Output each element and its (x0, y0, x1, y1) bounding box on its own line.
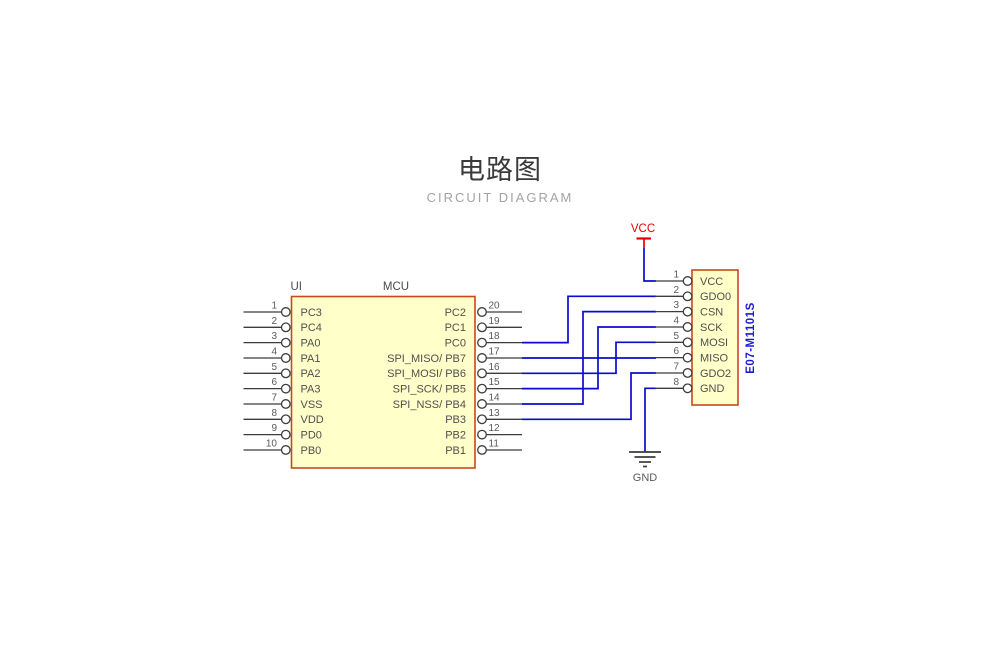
mcu-left-pin-6-label: PA3 (301, 383, 321, 395)
mcu-left-pin-4-label: PA1 (301, 353, 321, 365)
mcu-left-pin-7-number: 7 (271, 392, 277, 403)
mcu-left-pin-1-terminal (280, 307, 291, 317)
mcu-left-pin-3-label: PA0 (301, 337, 321, 349)
module-pin-1-terminal (682, 276, 693, 286)
diagram-header: 电路图 CIRCUIT DIAGRAM (0, 148, 1000, 205)
mcu-left-pin-6-number: 6 (271, 377, 277, 388)
mcu-left-pin-8-terminal (280, 414, 291, 425)
mcu-left-pin-4-number: 4 (271, 346, 277, 357)
mcu-left-pin-5-terminal (280, 368, 291, 379)
mcu-left-pin-8-label: VDD (301, 414, 324, 426)
mcu-left-pin-10-label: PB0 (301, 445, 322, 457)
module-pin-1-label: VCC (700, 276, 723, 288)
mcu-right-pin-11-terminal (477, 445, 487, 455)
diagram-title: 电路图 (458, 155, 542, 185)
module-pin-1-number: 1 (673, 270, 679, 281)
mcu-right-pin-12-number: 12 (489, 423, 501, 434)
mcu-left-pin-6-terminal (280, 383, 291, 394)
mcu-left-pin-7-terminal (280, 399, 291, 409)
mcu-right-pin-20-terminal (477, 307, 487, 317)
mcu-left-pin-9-terminal (280, 429, 291, 440)
mcu-right-pin-14-number: 14 (489, 392, 501, 403)
mcu-right-pin-14-terminal (477, 399, 487, 409)
mcu-right-pin-15-number: 15 (489, 377, 501, 388)
mcu-right-pin-12-terminal (477, 429, 487, 440)
mcu-right-pin-18-terminal (477, 337, 487, 348)
mcu-right-pin-18-number: 18 (489, 331, 501, 342)
module-pin-8-number: 8 (673, 377, 679, 388)
mcu-right-pin-19-terminal (477, 322, 487, 333)
mcu-name-label: MCU (383, 281, 409, 293)
mcu-right-pin-15-terminal (477, 383, 487, 394)
mcu-left-pin-8-number: 8 (271, 408, 277, 419)
mcu-right-pin-16-terminal (477, 368, 487, 379)
gnd-label: GND (633, 472, 658, 484)
diagram-subtitle: CIRCUIT DIAGRAM (426, 190, 574, 205)
module-pin-4-terminal (682, 322, 693, 332)
mcu-left-pin-10-terminal (280, 445, 291, 455)
mcu-left-pin-9-number: 9 (271, 423, 277, 434)
module-pin-8-terminal (682, 383, 693, 394)
module-pin-6-label: MISO (700, 352, 729, 364)
mcu-left-pin-2-label: PC4 (301, 322, 322, 334)
module-pin-4-label: SCK (700, 322, 723, 334)
mcu-right-pin-19-number: 19 (489, 316, 501, 327)
module-pin-7-terminal (682, 368, 693, 378)
module-name-label: E07-M1101S (745, 302, 757, 374)
mcu-left-pin-1-label: PC3 (301, 307, 322, 319)
mcu-right-pin-13-terminal (477, 414, 487, 425)
mcu-right-pin-19-label: PC1 (445, 322, 466, 334)
mcu-right-pin-16-number: 16 (489, 362, 501, 373)
mcu-right-pin-16-label: SPI_MOSI/ PB6 (387, 368, 466, 380)
wire-pc0-gdo0 (522, 295, 656, 344)
module-pin-5-terminal (682, 337, 693, 348)
mcu-left-pin-4-terminal (280, 353, 291, 363)
mcu-right-pin-20-label: PC2 (445, 307, 466, 319)
mcu-left-pin-7-label: VSS (301, 399, 323, 411)
wire-vcc (643, 248, 656, 282)
mcu-right-pin-12-label: PB2 (445, 429, 466, 441)
mcu-right-pin-17-terminal (477, 353, 487, 363)
mcu-right-pin-20-number: 20 (489, 301, 501, 312)
mcu-right-pin-17-label: SPI_MISO/ PB7 (387, 353, 466, 365)
module-pin-7-number: 7 (673, 361, 679, 372)
module-pin-4-number: 4 (673, 315, 679, 326)
module-pin-2-number: 2 (673, 285, 679, 296)
mcu-left-pin-3-number: 3 (271, 331, 277, 342)
mcu-right-pin-18-label: PC0 (445, 337, 466, 349)
wire-pb3-gdo2 (522, 372, 656, 421)
module-pin-3-number: 3 (673, 300, 679, 311)
mcu-right-pin-11-label: PB1 (445, 445, 466, 457)
mcu-block (290, 295, 476, 469)
mcu-left-pin-10-number: 10 (266, 438, 278, 449)
mcu-right-pin-13-label: PB3 (445, 414, 466, 426)
mcu-left-pin-9-label: PD0 (301, 429, 322, 441)
mcu-right-pin-14-label: SPI_NSS/ PB4 (393, 399, 466, 411)
module-block (691, 269, 739, 406)
mcu-left-pin-1-number: 1 (271, 301, 277, 312)
mcu-left-pin-2-number: 2 (271, 316, 277, 327)
mcu-right-pin-15-label: SPI_SCK/ PB5 (393, 383, 466, 395)
module-pin-6-terminal (682, 352, 693, 363)
module-pin-3-terminal (682, 306, 693, 317)
mcu-left-pin-5-label: PA2 (301, 368, 321, 380)
mcu-left-pin-2-terminal (280, 322, 291, 333)
mcu-left-pin-3-terminal (280, 337, 291, 348)
module-pin-2-terminal (682, 291, 693, 302)
module-pin-3-label: CSN (700, 306, 723, 318)
module-pin-8-label: GND (700, 383, 725, 395)
mcu-right-pin-11-number: 11 (489, 438, 500, 449)
mcu-right-pin-13-number: 13 (489, 408, 501, 419)
module-pin-5-number: 5 (673, 331, 679, 342)
vcc-label: VCC (631, 223, 655, 235)
wire-gnd (644, 387, 656, 452)
module-pin-5-label: MOSI (700, 337, 728, 349)
mcu-left-pin-5-number: 5 (271, 362, 277, 373)
module-pin-6-number: 6 (673, 346, 679, 357)
mcu-designator-label: UI (291, 281, 303, 293)
mcu-right-pin-17-number: 17 (489, 346, 501, 357)
module-pin-2-label: GDO0 (700, 291, 731, 303)
module-pin-7-label: GDO2 (700, 368, 731, 380)
